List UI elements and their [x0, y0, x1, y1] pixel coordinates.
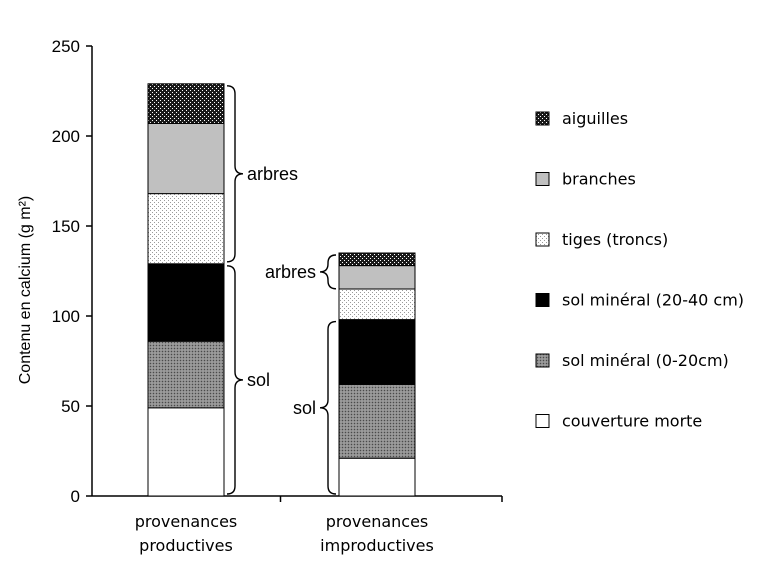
y-axis-title-group: Contenu en calcium (g m²) [17, 196, 34, 385]
bar-segment [147, 83, 225, 124]
y-tick-label: 0 [71, 487, 80, 506]
bar-segment [338, 457, 416, 497]
legend-label: branches [562, 170, 636, 189]
legend-swatch [535, 414, 550, 428]
bar-segment [338, 319, 416, 385]
brace [319, 320, 337, 495]
legend-label: sol minéral (20-40 cm) [562, 291, 744, 310]
annotation-label: arbres [247, 164, 298, 184]
plot-area: 0 50 100 150 200 250 provenances productives pro… [52, 37, 503, 555]
bar-segment [147, 340, 225, 409]
x-tick-label: improductives [320, 536, 434, 555]
bar-segment [338, 252, 416, 267]
y-tick-label: 250 [52, 37, 80, 56]
bar-segment [338, 288, 416, 321]
y-tick-label: 50 [61, 397, 80, 416]
bar-segment [338, 265, 416, 290]
x-tick-label: provenances [135, 512, 238, 531]
legend-label: aiguilles [562, 109, 628, 128]
x-tick-label: productives [139, 536, 233, 555]
y-axis-title: Contenu en calcium (g m²) [17, 196, 34, 385]
y-tick-label: 100 [52, 307, 80, 326]
bar-segment [147, 407, 225, 497]
annotation-label: sol [247, 370, 270, 390]
legend-swatch [535, 111, 550, 126]
legend-label: sol minéral (0-20cm) [562, 351, 729, 370]
x-tick-label: provenances [326, 512, 429, 531]
legend: aiguilles branches tiges (troncs) sol minér… [535, 109, 744, 431]
bar-segment [147, 263, 225, 342]
legend-swatch [535, 353, 550, 368]
legend-swatch [535, 232, 550, 247]
legend-label: tiges (troncs) [562, 230, 668, 249]
bar-segment [338, 383, 416, 459]
brace [319, 254, 337, 290]
y-tick-label: 200 [52, 127, 80, 146]
bar-segment [147, 193, 225, 265]
legend-swatch [535, 172, 550, 186]
brace [226, 85, 244, 263]
brace [226, 265, 244, 495]
y-tick-label: 150 [52, 217, 80, 236]
annotation-label: arbres [265, 262, 316, 282]
annotation-label: sol [293, 398, 316, 418]
bar-segment [147, 122, 225, 195]
legend-swatch [535, 293, 550, 307]
legend-label: couverture morte [562, 412, 702, 431]
